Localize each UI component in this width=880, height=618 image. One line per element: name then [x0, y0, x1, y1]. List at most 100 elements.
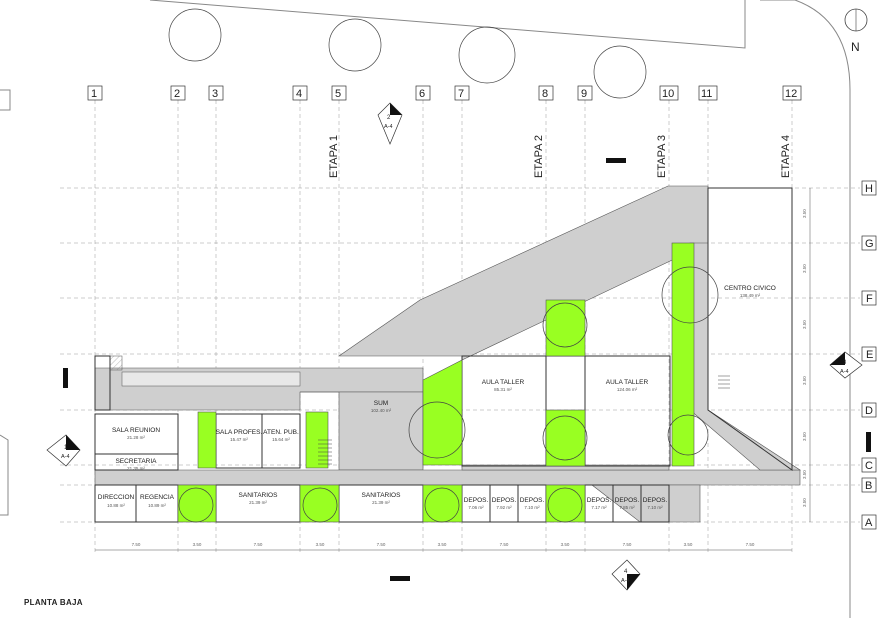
svg-text:7.06 m²: 7.06 m²: [468, 505, 484, 510]
row-axis-labels: H G F E D C B A: [861, 180, 877, 530]
svg-text:7.50: 7.50: [623, 542, 632, 547]
patio-7: [422, 359, 463, 466]
svg-text:7.10 m²: 7.10 m²: [524, 505, 540, 510]
room-regencia: REGENCIA: [140, 494, 175, 501]
tree-8: [547, 487, 583, 523]
svg-text:10.88 m²: 10.88 m²: [107, 503, 125, 508]
svg-text:3.50: 3.50: [802, 470, 807, 479]
svg-text:21.28 m²: 21.28 m²: [127, 435, 145, 440]
plan-title: PLANTA BAJA: [24, 598, 83, 607]
svg-text:B: B: [865, 480, 872, 492]
tree-4: [593, 45, 647, 99]
hatched-strip: [109, 355, 123, 371]
svg-text:F: F: [866, 293, 873, 305]
tree-3: [458, 26, 516, 84]
svg-text:3: 3: [212, 88, 218, 100]
room-centro-civico: CENTRO CIVICO: [724, 285, 776, 292]
svg-text:3.50: 3.50: [684, 542, 693, 547]
svg-text:3.50: 3.50: [802, 320, 807, 329]
axis-col-2: 2: [170, 85, 186, 101]
room-aten-pub: ATEN. PUB.: [263, 429, 299, 436]
etapa-2: ETAPA 2: [533, 135, 545, 178]
svg-text:6: 6: [419, 88, 425, 100]
etapa-4: ETAPA 4: [780, 135, 792, 178]
etapa-1: ETAPA 1: [328, 135, 340, 178]
tree-12: [667, 414, 709, 456]
patio-3: [177, 484, 217, 523]
svg-text:4: 4: [296, 88, 302, 100]
svg-text:7.17 m²: 7.17 m²: [591, 505, 607, 510]
site-boundary: [0, 0, 851, 618]
axis-row-G: G: [861, 235, 877, 251]
axis-row-H: H: [861, 180, 877, 196]
svg-text:3.50: 3.50: [802, 264, 807, 273]
tree-2: [328, 18, 382, 72]
svg-text:D: D: [865, 405, 873, 417]
patio-10: [671, 242, 695, 467]
axis-row-A: A: [861, 514, 877, 530]
tree-7: [424, 487, 460, 523]
patio-9: [545, 409, 586, 467]
room-sum: SUM: [374, 400, 388, 407]
axis-col-11: 11: [698, 85, 718, 101]
etapa-labels: ETAPA 1 ETAPA 2 ETAPA 3 ETAPA 4: [328, 135, 792, 178]
svg-text:2: 2: [174, 88, 180, 100]
axis-row-B: B: [861, 477, 877, 493]
north-arrow: N: [844, 8, 868, 54]
svg-text:11: 11: [701, 88, 712, 100]
svg-text:A-4: A-4: [840, 369, 849, 375]
svg-text:E: E: [866, 349, 873, 361]
svg-text:G: G: [865, 238, 874, 250]
room-labels: SALA REUNION 21.28 m² SECRETARIA 21.35 m…: [98, 285, 776, 510]
axis-row-C: C: [861, 457, 877, 473]
axis-col-4: 4: [292, 85, 308, 101]
svg-text:7.50: 7.50: [254, 542, 263, 547]
axis-col-9: 9: [577, 85, 593, 101]
patio-5: [422, 484, 463, 523]
svg-text:3: 3: [843, 360, 847, 366]
svg-text:15.64 m²: 15.64 m²: [272, 437, 290, 442]
svg-text:3.50: 3.50: [802, 376, 807, 385]
svg-text:3.50: 3.50: [316, 542, 325, 547]
tree-13: [408, 401, 466, 459]
svg-text:7.50: 7.50: [132, 542, 141, 547]
svg-text:A-4: A-4: [621, 578, 630, 584]
svg-text:15.47 m²: 15.47 m²: [230, 437, 248, 442]
axis-col-6: 6: [415, 85, 431, 101]
svg-text:21.39 m²: 21.39 m²: [249, 500, 267, 505]
bottom-dimensions: 7.50 3.50 7.50 3.50 7.50 3.50 7.50 3.50 …: [95, 542, 792, 551]
svg-text:1: 1: [91, 88, 97, 100]
svg-text:3.50: 3.50: [802, 498, 807, 507]
north-label: N: [851, 40, 860, 54]
axis-row-F: F: [861, 290, 877, 306]
svg-text:4: 4: [624, 569, 628, 575]
room-direccion: DIRECCION: [98, 494, 135, 501]
section-bubble-3: 3 A-4: [829, 351, 863, 379]
room-depos-3: DEPOS.: [520, 497, 545, 504]
patio-4: [299, 484, 340, 523]
tree-5: [178, 487, 214, 523]
svg-text:7.10 m²: 7.10 m²: [647, 505, 663, 510]
svg-text:10: 10: [662, 88, 674, 100]
room-sala-reunion: SALA REUNION: [112, 427, 160, 434]
svg-text:21.35 m²: 21.35 m²: [127, 466, 145, 471]
room-aula-taller-2: AULA TALLER: [606, 379, 649, 386]
svg-text:3.50: 3.50: [802, 209, 807, 218]
section-bubble-1: 1 A-4: [46, 434, 81, 467]
svg-text:9: 9: [581, 88, 587, 100]
svg-text:3.50: 3.50: [438, 542, 447, 547]
svg-text:8: 8: [542, 88, 548, 100]
svg-text:138.49 m²: 138.49 m²: [740, 293, 761, 298]
patio-1: [197, 411, 217, 469]
axis-col-1: 1: [87, 85, 103, 101]
axis-col-10: 10: [659, 85, 679, 101]
column-axis-labels: 1 2 3 4 5 6 7 8 9 10 11 12: [87, 85, 802, 101]
circulation: [94, 185, 802, 523]
entry-corridor: [121, 371, 301, 387]
axis-row-D: D: [861, 402, 877, 418]
svg-text:A-4: A-4: [384, 124, 393, 130]
axis-col-5: 5: [331, 85, 347, 101]
svg-text:7: 7: [458, 88, 464, 100]
section-bubble-4: 4 A-4: [611, 559, 641, 591]
